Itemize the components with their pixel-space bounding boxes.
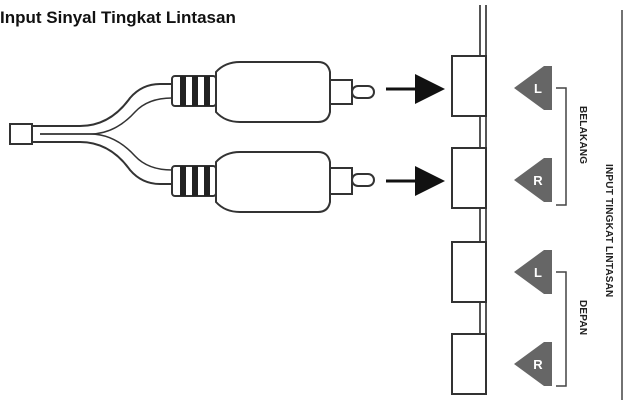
channel-label: R: [533, 173, 543, 188]
channel-label: L: [534, 265, 542, 280]
group-bracket-rear: [556, 87, 567, 206]
jack-socket-2: [451, 147, 487, 209]
jack-sockets: [451, 55, 487, 395]
diagram-title: Input Sinyal Tingkat Lintasan: [0, 8, 236, 27]
rca-plug-top: [171, 61, 375, 123]
group-label-front: DEPAN: [577, 300, 588, 336]
rca-plug-bottom: [171, 151, 375, 213]
jack-socket-4: [451, 333, 487, 395]
group-label-rear: BELAKANG: [577, 106, 588, 165]
channel-label: R: [533, 357, 543, 372]
channel-badge-1: L: [514, 66, 552, 110]
jack-socket-1: [451, 55, 487, 117]
group-bracket-front: [556, 271, 567, 387]
jack-socket-3: [451, 241, 487, 303]
y-splitter-cable: [9, 83, 173, 185]
channel-label: L: [534, 81, 542, 96]
channel-badge-4: R: [514, 342, 552, 386]
channel-badge-2: R: [514, 158, 552, 202]
panel-label: INPUT TINGKAT LINTASAN: [603, 164, 614, 298]
channel-badge-3: L: [514, 250, 552, 294]
